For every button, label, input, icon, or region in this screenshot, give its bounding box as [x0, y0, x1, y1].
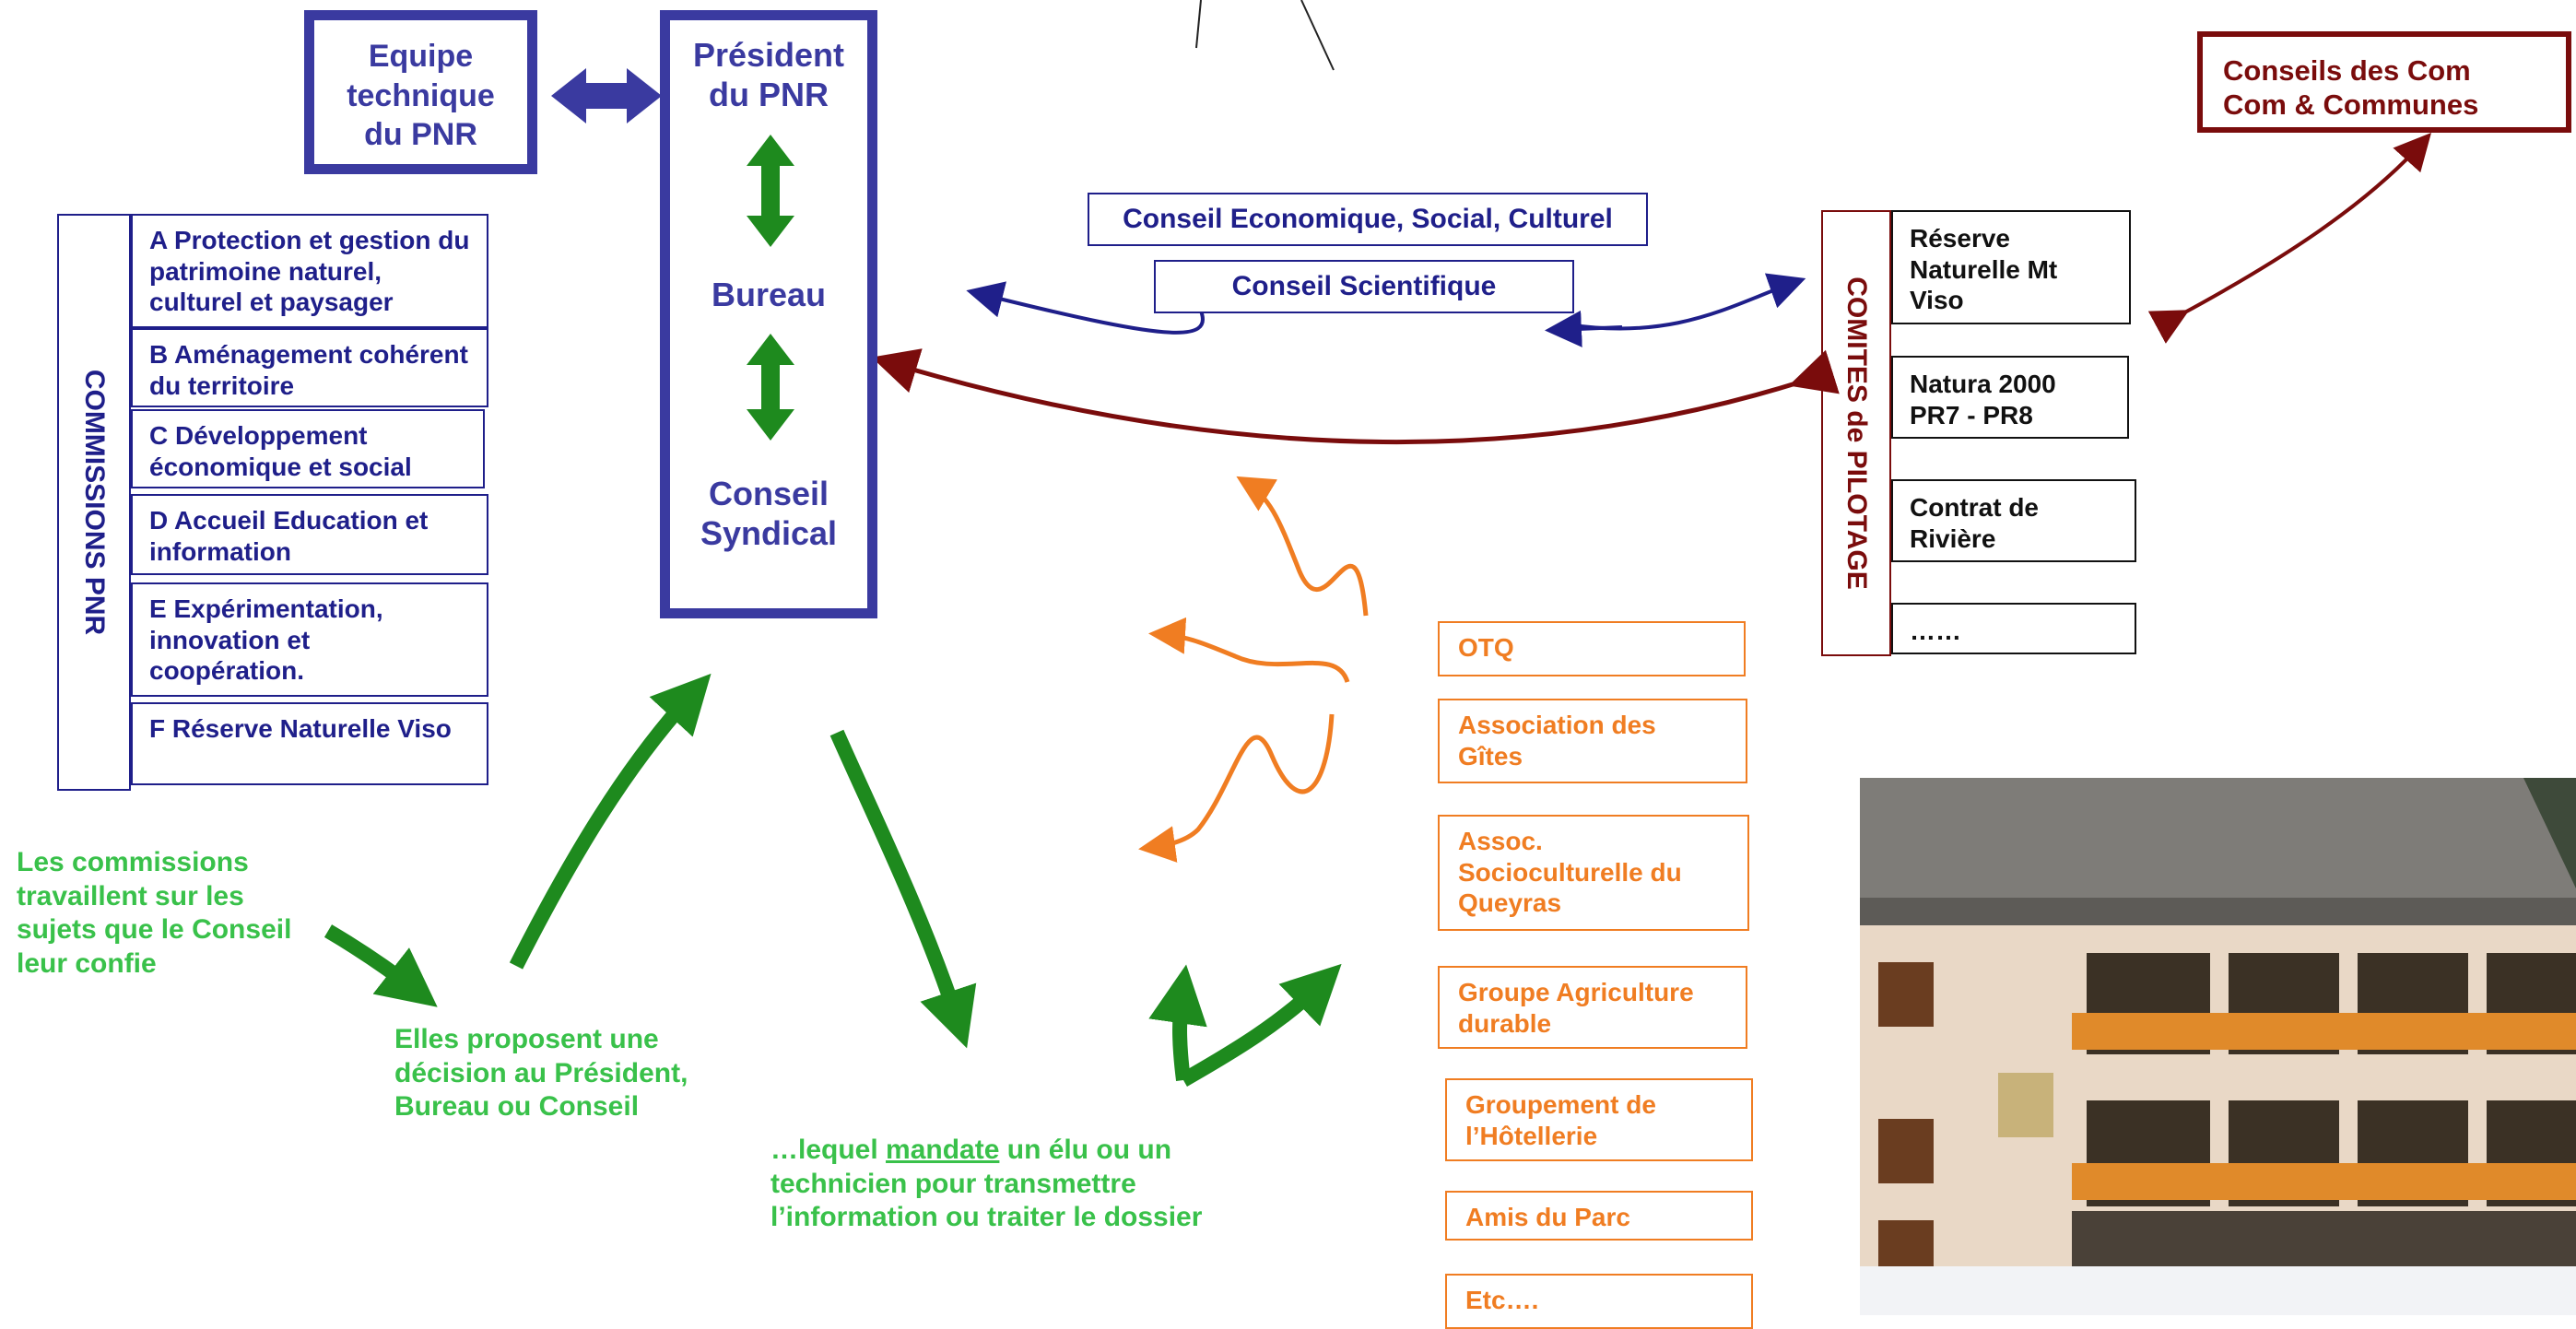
- association-item: Assoc. Socioculturelle du Queyras: [1438, 815, 1749, 931]
- comite-item: ……: [1891, 603, 2136, 654]
- pilotage-bureau-arrow: [871, 348, 1840, 445]
- comcom-comites-arrow: [2147, 133, 2432, 344]
- comite-item: Réserve Naturelle Mt Viso: [1891, 210, 2131, 324]
- commission-item: B Aménagement cohérent du territoire: [131, 328, 488, 407]
- association-item: Groupement de l’Hôtellerie: [1445, 1078, 1753, 1161]
- association-item: Groupe Agriculture durable: [1438, 966, 1747, 1049]
- green-arrow-up-b: [1180, 963, 1342, 1087]
- president-box: Président du PNR Bureau Conseil Syndical: [660, 10, 877, 618]
- equipe-technique-box: Equipe technique du PNR: [304, 10, 537, 174]
- conseil-syndical-label: Conseil Syndical: [700, 475, 838, 553]
- green-arrow-to-conseil: [509, 673, 712, 970]
- commissions-title: COMMISSIONS PNR: [79, 369, 110, 636]
- comcom-box: Conseils des Com Com & Communes: [2197, 31, 2571, 133]
- top-line-right: [1300, 0, 1335, 71]
- bureau-label: Bureau: [711, 276, 827, 313]
- president-bureau-arrow: [747, 135, 794, 247]
- association-item: Amis du Parc: [1445, 1191, 1753, 1241]
- conseil-scientifique-label: Conseil Scientifique: [1231, 271, 1497, 301]
- commission-item: E Expérimentation, innovation et coopéra…: [131, 582, 488, 697]
- building-photo: [1860, 778, 2576, 1315]
- commission-item: C Développement économique et social: [131, 409, 485, 488]
- commission-item: D Accueil Education et information: [131, 494, 488, 575]
- squiggle-arrow-2: [1148, 617, 1350, 683]
- conseil-left-arrow: [966, 281, 1206, 335]
- comites-title: COMITES de PILOTAGE: [1841, 276, 1872, 590]
- president-label: Président du PNR: [692, 36, 845, 114]
- commission-item: A Protection et gestion du patrimoine na…: [131, 214, 488, 328]
- green-arrow-up-a: [1148, 964, 1207, 1081]
- green-arrow-to-middle-note: [323, 924, 438, 1007]
- note-commissions: Les commissions travaillent sur les suje…: [17, 847, 292, 979]
- equipe-president-arrow: [551, 68, 662, 123]
- association-item: Etc….: [1445, 1274, 1753, 1329]
- comites-vertical-label: COMITES de PILOTAGE: [1821, 210, 1891, 656]
- squiggle-arrow-1: [1236, 476, 1369, 617]
- comcom-label: Conseils des Com Com & Communes: [2223, 54, 2479, 122]
- commissions-vertical-label: COMMISSIONS PNR: [57, 214, 131, 791]
- commission-item: F Réserve Naturelle Viso: [131, 702, 488, 785]
- conseil-right-arrow-back: [1545, 310, 1623, 347]
- bureau-conseil-arrow: [747, 334, 794, 441]
- note-mandate-b: un élu ou un technicien pour transmettre…: [770, 1135, 1203, 1233]
- comite-item: Contrat de Rivière: [1891, 479, 2136, 562]
- top-line-left: [1195, 0, 1202, 49]
- note-mandate-a: …lequel: [770, 1135, 887, 1165]
- note-mandate: …lequel mandate un élu ou un technicien …: [770, 1134, 1268, 1235]
- note-propose-decision: Elles proposent une décision au Présiden…: [394, 1024, 688, 1123]
- conseil-scientifique-box: Conseil Scientifique: [1154, 260, 1574, 313]
- equipe-technique-label: Equipe technique du PNR: [347, 39, 495, 152]
- association-item: OTQ: [1438, 621, 1746, 676]
- conseil-right-arrow: [1566, 273, 1806, 331]
- association-item: Association des Gîtes: [1438, 699, 1747, 783]
- comite-item: Natura 2000 PR7 - PR8: [1891, 356, 2129, 439]
- note-mandate-underlined: mandate: [886, 1135, 1000, 1165]
- squiggle-arrow-3: [1138, 713, 1335, 863]
- green-arrow-to-mandate: [829, 729, 977, 1049]
- conseil-economique-box: Conseil Economique, Social, Culturel: [1088, 193, 1648, 246]
- conseil-economique-label: Conseil Economique, Social, Culturel: [1123, 204, 1613, 234]
- building-illustration: [1860, 778, 2576, 1315]
